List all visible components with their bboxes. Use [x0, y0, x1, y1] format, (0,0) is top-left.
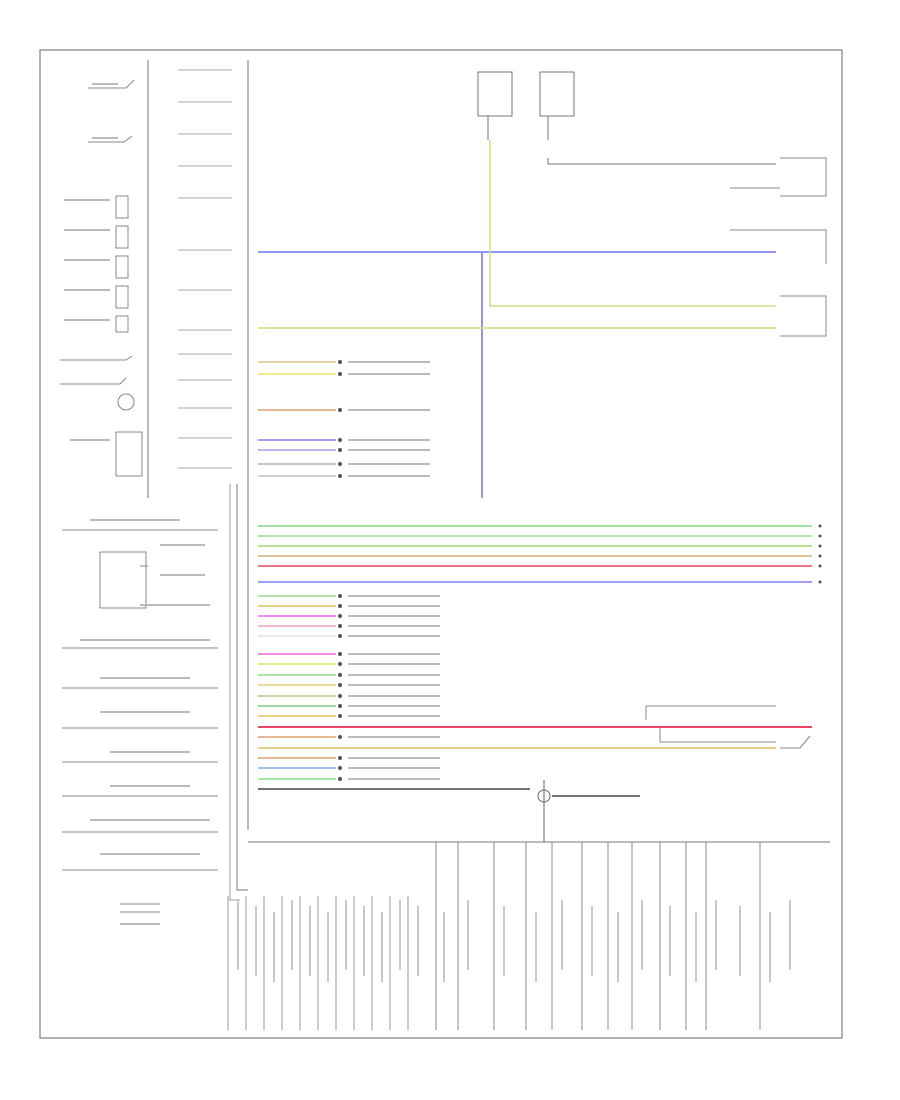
- wire-arrow: [338, 694, 342, 698]
- wire-arrow: [338, 704, 342, 708]
- wire-arrow: [338, 777, 342, 781]
- ground-splice: [537, 780, 551, 842]
- wire-arrow: [338, 662, 342, 666]
- wire-arrow: [338, 372, 342, 376]
- wire-arrow: [338, 408, 342, 412]
- bottom-label-marks: [237, 900, 791, 982]
- top-relays: [477, 71, 776, 165]
- wire-arrow: [338, 594, 342, 598]
- wire-end: [818, 524, 822, 528]
- wire-arrow: [338, 735, 342, 739]
- wire-arrow: [338, 766, 342, 770]
- wire-arrow: [338, 683, 342, 687]
- wire-end: [818, 554, 822, 558]
- wire-yellow-vertical: [489, 140, 776, 307]
- wire-arrow: [338, 634, 342, 638]
- wire-end: [818, 544, 822, 548]
- wire-arrow: [338, 462, 342, 466]
- wire-arrow: [338, 438, 342, 442]
- module-bracket-inner: [229, 484, 240, 901]
- wire-arrow: [338, 360, 342, 364]
- module-internals: [178, 69, 232, 469]
- left-lower-lines: [62, 529, 218, 913]
- diagram-border: [39, 49, 843, 1039]
- wire-arrow: [338, 614, 342, 618]
- mid-bus: [258, 594, 440, 638]
- wire-end: [818, 580, 822, 584]
- wire-arrow: [338, 756, 342, 760]
- signal-bus: [258, 360, 430, 478]
- wire-arrow: [338, 604, 342, 608]
- wire-arrow: [338, 624, 342, 628]
- wire-arrow: [338, 448, 342, 452]
- wire-arrow: [338, 474, 342, 478]
- wire-arrow: [338, 714, 342, 718]
- wire-end: [818, 564, 822, 568]
- bottom-drops: [227, 842, 761, 1030]
- wire-arrow: [338, 673, 342, 677]
- left-label-marks: [64, 83, 210, 925]
- wire-end: [818, 534, 822, 538]
- lower-bus: [258, 652, 812, 797]
- module-bracket: [236, 484, 248, 891]
- left-components: [60, 79, 148, 609]
- wire-arrow: [338, 652, 342, 656]
- right-components: [645, 157, 827, 749]
- main-bus: [258, 524, 822, 584]
